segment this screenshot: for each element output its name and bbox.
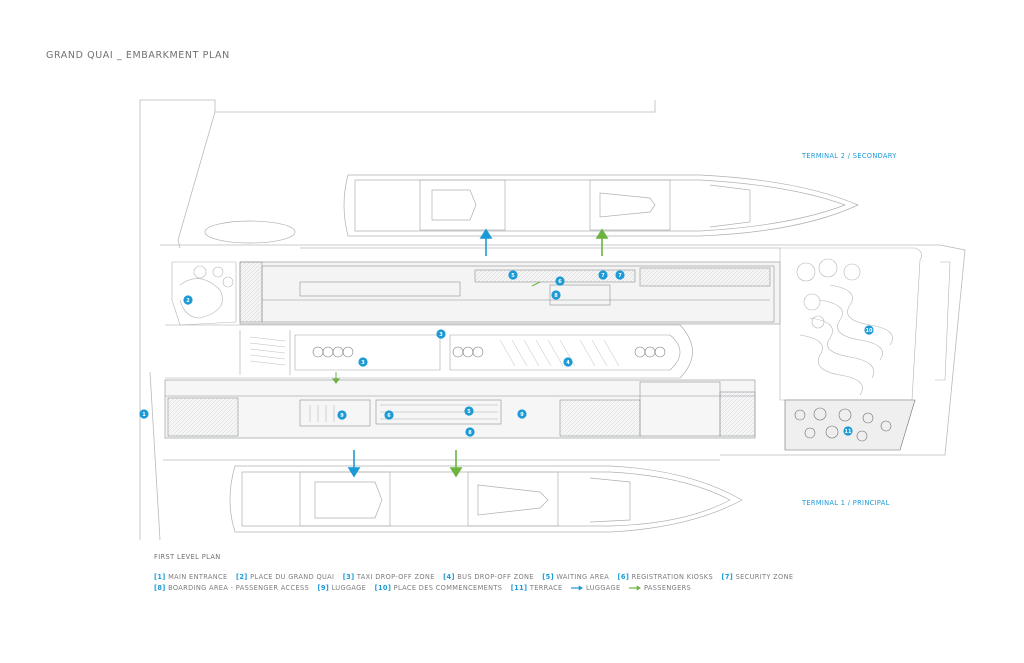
plan-marker: [465, 427, 475, 437]
legend-item-11: [11] TERRACE: [510, 584, 563, 592]
plan-marker: [337, 410, 347, 420]
plan-marker-number: 4: [566, 360, 570, 366]
plan-marker: [384, 410, 394, 420]
plan-marker: [139, 409, 149, 419]
plan-marker-number: 9: [340, 413, 344, 419]
legend-item-5: [5] WAITING AREA: [542, 573, 610, 581]
plan-marker: [864, 325, 874, 335]
kiosk-rows: [309, 404, 498, 422]
plan-marker-number: 8: [468, 430, 472, 436]
terminal-1-label: TERMINAL 1 / PRINCIPAL: [802, 499, 890, 507]
plan-marker-number: 6: [558, 279, 562, 285]
luggage-arrow-icon: [571, 585, 584, 591]
plan-marker: [183, 295, 193, 305]
terrace: [784, 399, 916, 451]
plan-marker: [843, 426, 853, 436]
legend-item-7: [7] SECURITY ZONE: [721, 573, 794, 581]
passenger-arrow-lower: [449, 450, 463, 478]
plan-marker-number: 11: [845, 429, 852, 435]
plan-marker: [358, 357, 368, 367]
legend-flow-luggage: LUGGAGE: [571, 583, 621, 594]
legend-item-10: [10] PLACE DES COMMENCEMENTS: [374, 584, 503, 592]
legend-item-1: [1] MAIN ENTRANCE: [154, 573, 228, 581]
plan-marker: [615, 270, 625, 280]
ship-terminal-2: [204, 174, 859, 244]
legend-item-9: [9] LUGGAGE: [317, 584, 367, 592]
plan-marker: [517, 409, 527, 419]
plan-marker-number: 5: [467, 409, 471, 415]
place-du-grand-quai: [171, 261, 237, 326]
plan-marker: [563, 357, 573, 367]
plan-marker-number: 1: [142, 412, 146, 418]
drop-off-road: [165, 324, 693, 379]
plan-marker-number: 7: [601, 273, 605, 279]
passengers-arrow-icon: [628, 585, 641, 591]
plan-marker: [555, 276, 565, 286]
tree-rows: [312, 346, 666, 358]
plan-marker-number: 3: [439, 332, 443, 338]
plan-marker-number: 8: [554, 293, 558, 299]
plan-marker: [436, 329, 446, 339]
legend: [1] MAIN ENTRANCE [2] PLACE DU GRAND QUA…: [154, 572, 934, 594]
plan-marker-number: 6: [387, 413, 391, 419]
passenger-arrow-small: [332, 281, 541, 384]
terminal-2-label: TERMINAL 2 / SECONDARY: [802, 152, 897, 160]
plan-marker-number: 3: [361, 360, 365, 366]
legend-item-4: [4] BUS DROP-OFF ZONE: [443, 573, 534, 581]
parking-stripes: [249, 336, 620, 367]
plan-marker-number: 2: [186, 298, 190, 304]
plan-marker: [464, 406, 474, 416]
ship-terminal-1: [229, 465, 743, 533]
terminal-1-building: [164, 379, 756, 439]
luggage-arrow-upper: [479, 228, 493, 256]
passenger-arrow-upper: [595, 228, 609, 256]
plan-marker: [598, 270, 608, 280]
plan-marker: [551, 290, 561, 300]
plan-marker-number: 9: [520, 412, 524, 418]
legend-flow-passengers: PASSENGERS: [628, 583, 691, 594]
legend-item-8: [8] BOARDING AREA - PASSENGER ACCESS: [154, 584, 310, 592]
legend-item-2: [2] PLACE DU GRAND QUAI: [235, 573, 335, 581]
plan-marker: [508, 270, 518, 280]
legend-item-3: [3] TAXI DROP-OFF ZONE: [342, 573, 435, 581]
quay-outline: [139, 99, 966, 541]
place-des-commencements: [779, 247, 951, 401]
legend-item-6: [6] REGISTRATION KIOSKS: [617, 573, 713, 581]
luggage-arrow-lower: [347, 450, 361, 478]
plan-marker-number: 7: [618, 273, 622, 279]
terminal-2-building: [239, 261, 781, 325]
plan-marker-number: 5: [511, 273, 515, 279]
plan-title: GRAND QUAI _ EMBARKMENT PLAN: [46, 50, 230, 61]
plan-caption: FIRST LEVEL PLAN: [154, 553, 221, 561]
plan-marker-number: 10: [866, 328, 873, 334]
